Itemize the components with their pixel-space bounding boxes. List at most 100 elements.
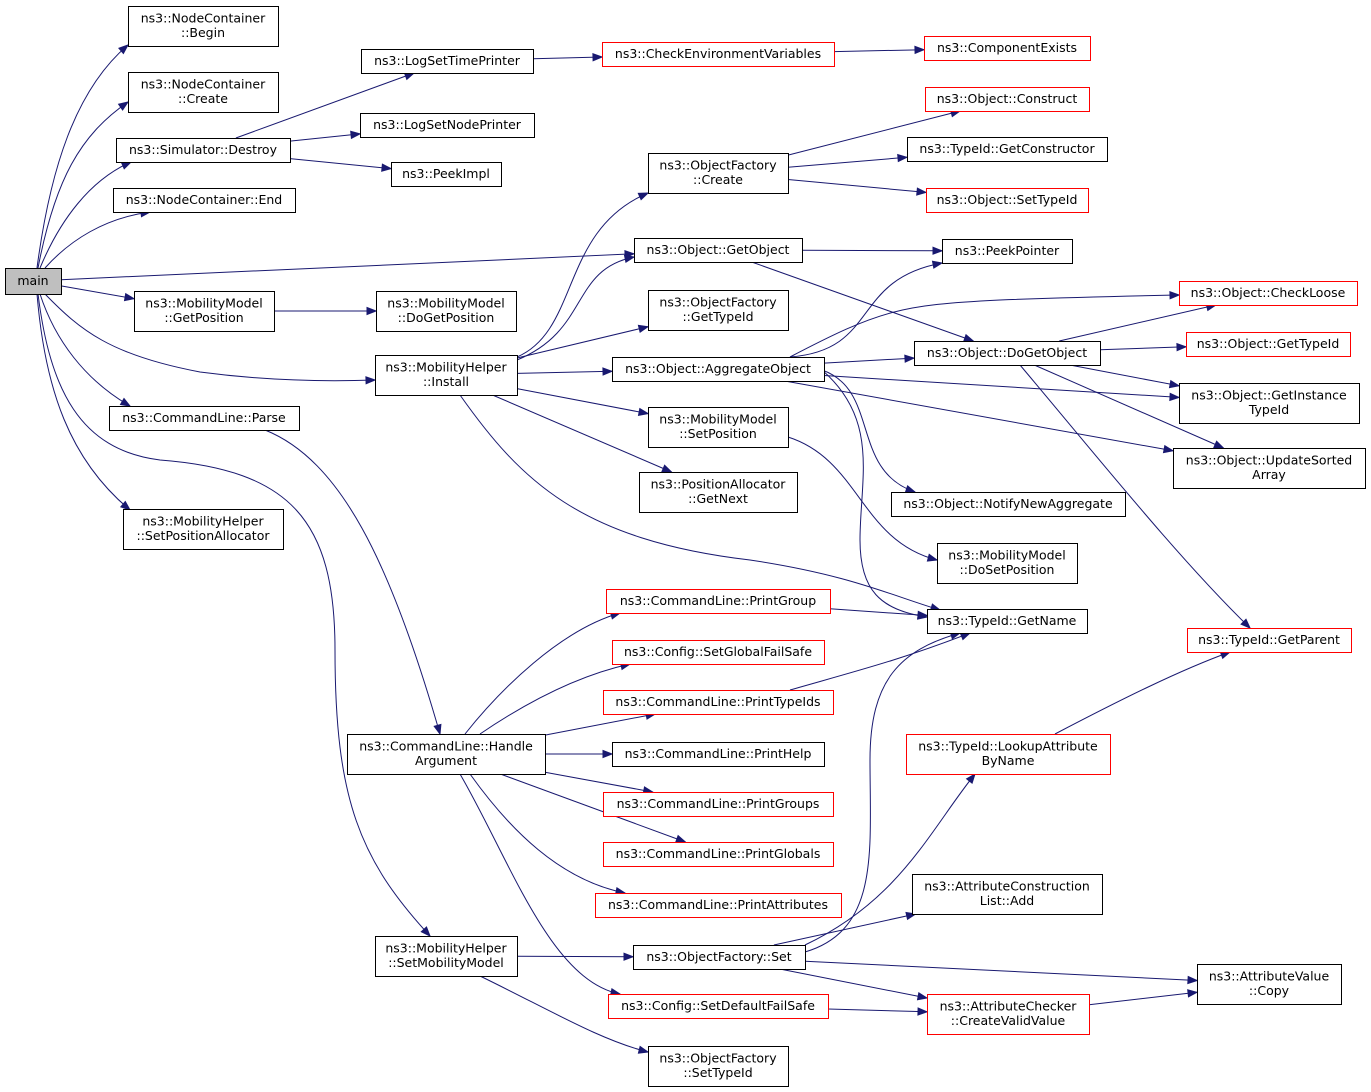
edge-sim_destroy-to-log_node [289, 130, 362, 142]
edge-of_create-to-tid_getctor [787, 153, 909, 168]
node-layer: main ns3::NodeContainer::Beginns3::NodeCo… [5, 6, 1366, 1087]
node-label: ::Create [693, 172, 743, 187]
node-label: ns3::LogSetNodePrinter [373, 117, 522, 132]
node-tid_getname[interactable]: ns3::TypeId::GetName [927, 609, 1088, 634]
node-cl_printhelp[interactable]: ns3::CommandLine::PrintHelp [612, 742, 825, 767]
node-box [1179, 281, 1358, 306]
node-label: ns3::TypeId::GetConstructor [919, 141, 1095, 156]
node-cl_printgroups[interactable]: ns3::CommandLine::PrintGroups [603, 792, 834, 817]
node-mm_dogetpos[interactable]: ns3::MobilityModel::DoGetPosition [376, 291, 517, 332]
arrowhead-icon [926, 553, 939, 562]
node-cl_printgroup[interactable]: ns3::CommandLine::PrintGroup [606, 589, 831, 614]
edge-line [36, 44, 129, 269]
arrowhead-icon [623, 952, 635, 961]
node-cl_printglobals[interactable]: ns3::CommandLine::PrintGlobals [603, 842, 834, 867]
node-label: ns3::Object::SetTypeId [937, 192, 1078, 207]
edge-line [516, 388, 649, 415]
node-nc_create[interactable]: ns3::NodeContainer::Create [128, 72, 279, 113]
node-box [924, 36, 1091, 61]
node-cl_printattrs[interactable]: ns3::CommandLine::PrintAttributes [595, 893, 842, 918]
edge-of_set-to-ac_createvalid [779, 968, 929, 1001]
node-tid_getparent[interactable]: ns3::TypeId::GetParent [1187, 628, 1352, 653]
node-check_env[interactable]: ns3::CheckEnvironmentVariables [602, 42, 835, 67]
node-label: ::SetMobilityModel [388, 955, 504, 970]
node-label: ns3::CommandLine::PrintTypeIds [615, 694, 820, 709]
edge-line [39, 293, 131, 407]
arrowhead-icon [637, 324, 650, 334]
node-cl_printtypeids[interactable]: ns3::CommandLine::PrintTypeIds [603, 690, 834, 715]
node-obj_settypeid[interactable]: ns3::Object::SetTypeId [926, 188, 1089, 213]
node-cfg_setglobal[interactable]: ns3::Config::SetGlobalFailSafe [612, 640, 825, 665]
node-label: ByName [982, 753, 1035, 768]
node-ac_createvalid[interactable]: ns3::AttributeChecker::CreateValidValue [927, 994, 1090, 1035]
node-obj_aggregate[interactable]: ns3::Object::AggregateObject [612, 357, 825, 382]
node-mm_getpos[interactable]: ns3::MobilityModel::GetPosition [134, 291, 275, 332]
edge-obj_aggregate-to-peekpointer [789, 260, 944, 358]
node-log_node[interactable]: ns3::LogSetNodePrinter [360, 113, 535, 138]
edge-line [516, 192, 649, 358]
edge-line [823, 357, 915, 364]
edge-line [1019, 364, 1251, 629]
edge-line [44, 293, 376, 382]
node-label: ns3::Object::GetObject [647, 242, 790, 257]
arrowhead-icon [433, 723, 442, 736]
edge-check_env-to-comp_exists [833, 45, 926, 55]
edge-obj_aggregate-to-obj_checkloose [789, 290, 1181, 358]
node-mh_install[interactable]: ns3::MobilityHelper::Install [375, 355, 518, 396]
arrowhead-icon [661, 464, 673, 473]
node-log_time[interactable]: ns3::LogSetTimePrinter [361, 49, 534, 74]
node-box [612, 640, 825, 665]
node-obj_gettypeid[interactable]: ns3::Object::GetTypeId [1186, 332, 1351, 357]
node-peekpointer[interactable]: ns3::PeekPointer [942, 239, 1073, 264]
node-comp_exists[interactable]: ns3::ComponentExists [924, 36, 1091, 61]
node-tid_getctor[interactable]: ns3::TypeId::GetConstructor [907, 137, 1108, 162]
node-obj_notify[interactable]: ns3::Object::NotifyNewAggregate [891, 492, 1126, 517]
node-of_set[interactable]: ns3::ObjectFactory::Set [633, 945, 806, 970]
node-box [648, 1046, 789, 1087]
node-av_copy[interactable]: ns3::AttributeValue::Copy [1197, 964, 1342, 1005]
node-main[interactable]: main [5, 268, 62, 295]
node-cfg_setdefault[interactable]: ns3::Config::SetDefaultFailSafe [608, 994, 829, 1019]
node-box [375, 355, 518, 396]
node-label: ns3::AttributeChecker [940, 999, 1078, 1014]
arrowhead-icon [917, 1007, 929, 1016]
node-box [648, 290, 789, 331]
arrowhead-icon [592, 52, 604, 62]
edge-line [827, 1008, 928, 1013]
node-pa_getnext[interactable]: ns3::PositionAllocator::GetNext [639, 472, 798, 513]
node-obj_checkloose[interactable]: ns3::Object::CheckLoose [1179, 281, 1358, 306]
node-of_settypeid[interactable]: ns3::ObjectFactory::SetTypeId [648, 1046, 789, 1087]
node-mh_setmobmodel[interactable]: ns3::MobilityHelper::SetMobilityModel [375, 936, 518, 977]
edge-line [787, 179, 927, 193]
node-nc_end[interactable]: ns3::NodeContainer::End [113, 188, 296, 213]
node-of_create[interactable]: ns3::ObjectFactory::Create [648, 153, 789, 194]
node-label: ns3::Simulator::Destroy [129, 142, 278, 157]
node-box [612, 742, 825, 767]
node-obj_dogetobject[interactable]: ns3::Object::DoGetObject [914, 341, 1101, 366]
node-nc_begin[interactable]: ns3::NodeContainer::Begin [128, 6, 279, 47]
node-mm_dosetpos[interactable]: ns3::MobilityModel::DoSetPosition [937, 543, 1078, 584]
arrowhead-icon [350, 130, 362, 140]
node-obj_getobject[interactable]: ns3::Object::GetObject [634, 238, 803, 263]
node-box [602, 42, 835, 67]
node-of_gettypeid[interactable]: ns3::ObjectFactory::GetTypeId [648, 290, 789, 331]
node-box [376, 291, 517, 332]
node-label: ns3::MobilityHelper [385, 360, 507, 375]
node-mh_setposalloc[interactable]: ns3::MobilityHelper::SetPositionAllocato… [123, 509, 284, 550]
edge-line [821, 369, 928, 618]
node-mm_setpos[interactable]: ns3::MobilityModel::SetPosition [648, 407, 789, 448]
edge-line [787, 110, 961, 156]
node-sim_destroy[interactable]: ns3::Simulator::Destroy [116, 138, 291, 163]
node-box [926, 188, 1089, 213]
node-label: ns3::MobilityModel [145, 296, 262, 311]
edge-mh_setmobmodel-to-of_settypeid [479, 975, 650, 1054]
node-peekimpl[interactable]: ns3::PeekImpl [391, 162, 502, 187]
node-cl_parse[interactable]: ns3::CommandLine::Parse [109, 406, 300, 431]
edge-line [789, 632, 971, 691]
node-obj_construct[interactable]: ns3::Object::Construct [925, 87, 1090, 112]
